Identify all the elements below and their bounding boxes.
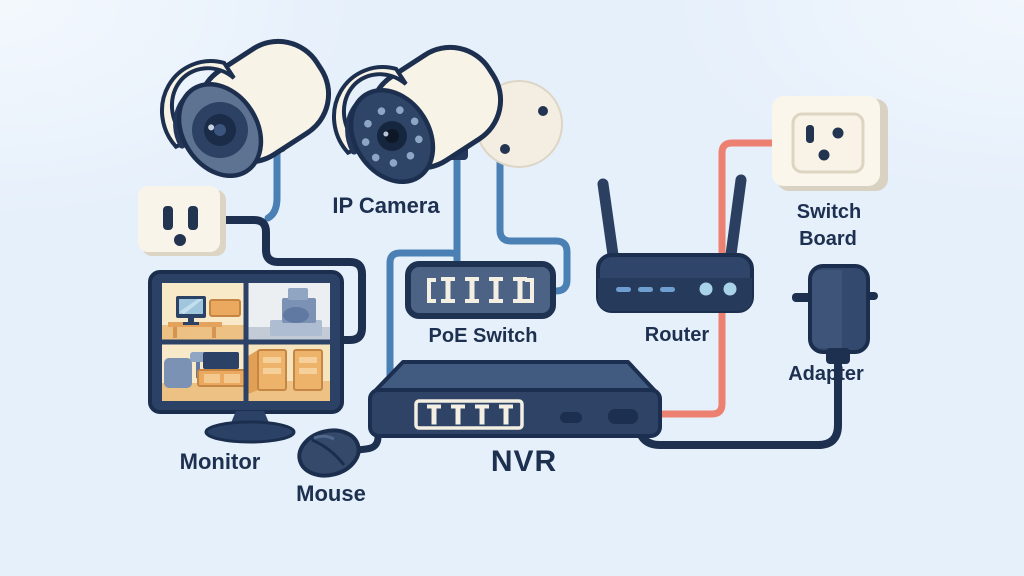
- sofa: [164, 358, 192, 388]
- cable-outlet-to-monitor: [216, 216, 366, 344]
- camera2-mount-screw: [500, 144, 510, 154]
- pc-screen-glare: [179, 299, 203, 314]
- nvr-label: NVR: [491, 445, 557, 478]
- camera2-lens-glint: [383, 131, 389, 137]
- router-front-band: [598, 278, 752, 311]
- machine-table: [270, 320, 322, 336]
- cables: [216, 139, 842, 455]
- adapter-tip: [826, 348, 850, 364]
- machine-dome: [283, 307, 309, 323]
- poe-switch-ports: [427, 277, 534, 303]
- pc-base: [183, 322, 199, 325]
- desk-leg: [212, 327, 216, 338]
- labels: IP Camera PoE Switch Router Switch Board…: [180, 193, 864, 506]
- monitor: [148, 270, 344, 444]
- camera2-hood: [331, 65, 408, 156]
- cabinet-open-door: [248, 350, 258, 394]
- camera2-ir-leds: [361, 106, 423, 167]
- wall-outlet: [138, 186, 226, 256]
- socket-hole: [832, 127, 844, 139]
- camera2-mount-screw: [538, 106, 548, 116]
- nvr-port-panel: [414, 399, 524, 430]
- router-antenna-left: [597, 178, 620, 268]
- desk-leg: [173, 327, 177, 338]
- camera1-hood: [159, 59, 236, 150]
- router-antenna-right: [724, 174, 747, 268]
- camera2-lens-pupil: [385, 129, 399, 143]
- switch-board-socket: [791, 112, 865, 174]
- router-status-dashes: [616, 287, 675, 292]
- nvr-ports: [427, 404, 513, 425]
- cabinet-shelf: [263, 357, 281, 363]
- tv-drawer: [204, 374, 220, 383]
- nvr: [368, 360, 662, 438]
- poe-switch: [405, 261, 556, 319]
- tv: [203, 352, 239, 369]
- nvr-top: [372, 360, 658, 394]
- monitor-base: [204, 420, 296, 444]
- outlet-ground-hole: [174, 234, 186, 246]
- camera1-lens-glint: [208, 124, 215, 131]
- outlet-slot-right: [188, 206, 198, 230]
- nvr-slot-small: [560, 412, 582, 423]
- router-led: [723, 282, 737, 296]
- adapter-label: Adapter: [788, 363, 864, 385]
- cable-camera1-drop: [264, 144, 281, 222]
- monitor-label: Monitor: [180, 449, 261, 474]
- mouse-label: Mouse: [296, 481, 366, 506]
- wall-outlet-plate: [138, 186, 220, 252]
- cctv-view-1-floor: [162, 325, 246, 342]
- mouse-sheen: [313, 434, 335, 441]
- socket-hole: [818, 149, 830, 161]
- mouse: [297, 428, 361, 478]
- ip-camera-2: [331, 44, 563, 185]
- switch-board-label-line1: Switch: [797, 201, 861, 223]
- ip-camera-1: [159, 38, 332, 179]
- poe-switch-label: PoE Switch: [429, 325, 538, 347]
- router: [596, 174, 754, 313]
- tv-drawer: [224, 374, 240, 383]
- router-label: Router: [645, 324, 710, 346]
- mouse-seam: [311, 438, 346, 466]
- outlet-slot-left: [163, 206, 173, 230]
- switch-board-label-line2: Board: [799, 228, 857, 250]
- cabinet-shelf: [263, 368, 281, 374]
- pc-stand: [188, 318, 194, 323]
- cabinet-shelf: [299, 357, 317, 363]
- machine-top: [288, 288, 308, 300]
- socket-slot: [806, 125, 814, 143]
- cable-adapter-to-nvr: [636, 348, 842, 449]
- cabinet-shelf: [299, 368, 317, 374]
- shelf: [209, 299, 241, 317]
- lamp-shade: [190, 352, 206, 362]
- adapter-body-highlight: [812, 270, 842, 348]
- camera1-lens-pupil: [214, 124, 226, 136]
- ip-camera-label: IP Camera: [332, 193, 440, 218]
- nvr-slot-large: [608, 409, 638, 424]
- router-led: [699, 282, 713, 296]
- power-adapter: [792, 264, 878, 364]
- switch-board: [772, 96, 888, 191]
- cable-camera2-mount-to-switch: [496, 154, 571, 295]
- cable-switch-to-nvr: [386, 249, 461, 384]
